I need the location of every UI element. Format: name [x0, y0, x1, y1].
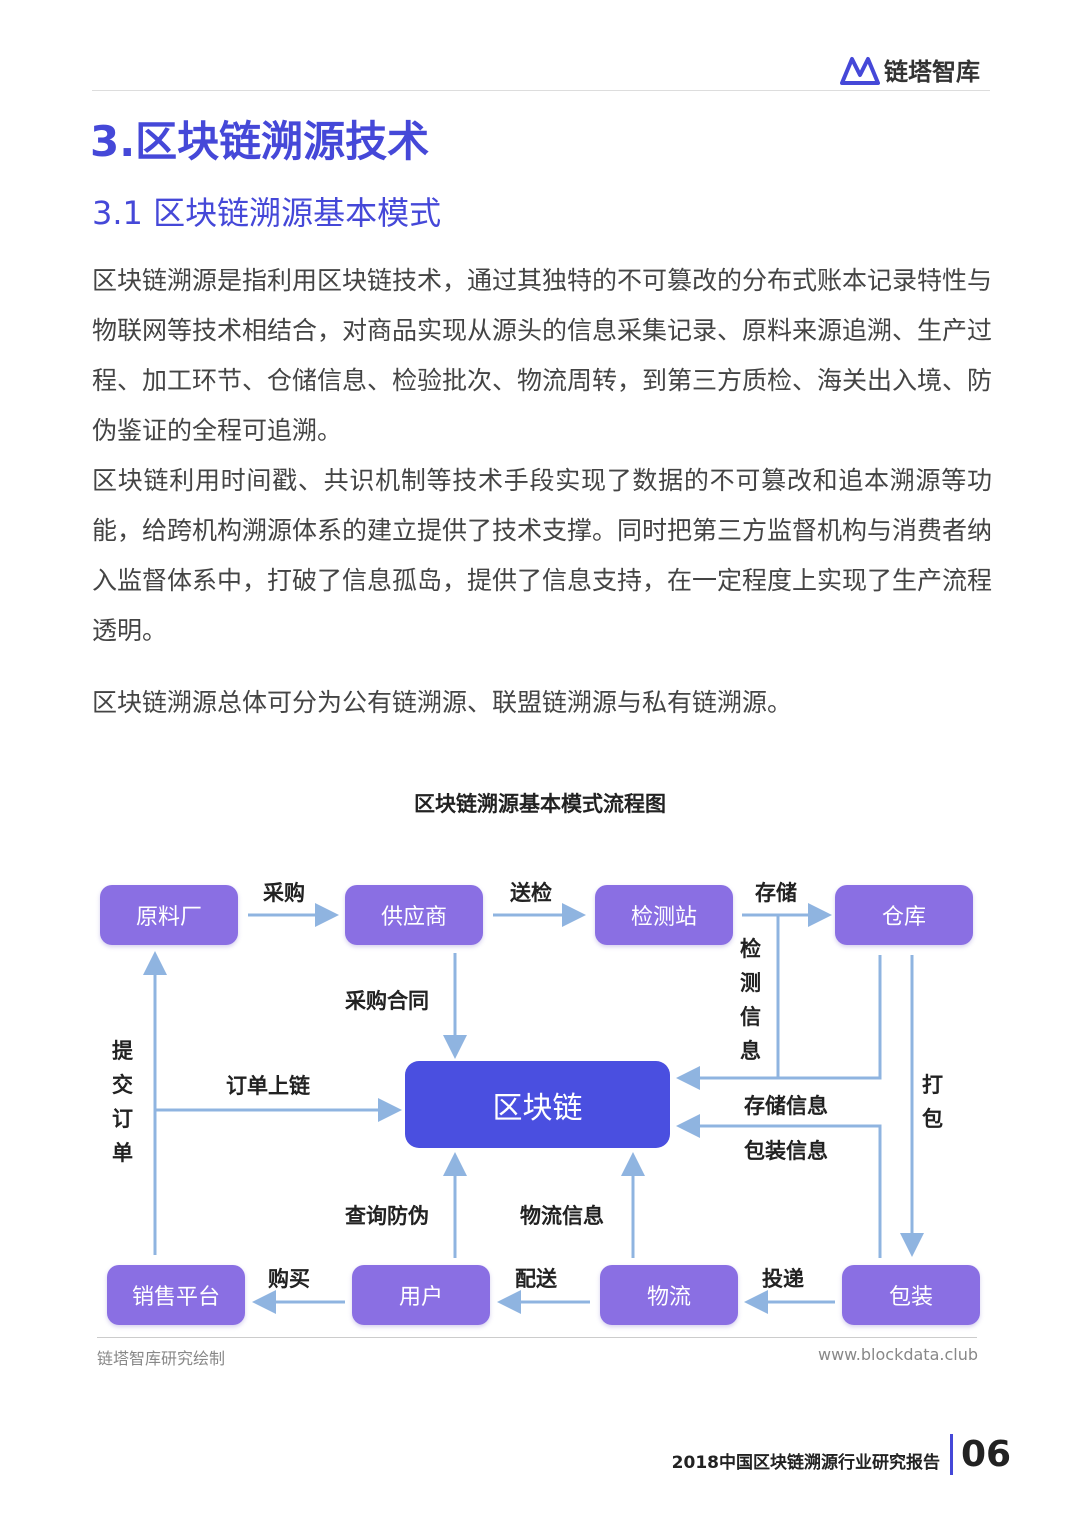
subsection-title: 3.1 区块链溯源基本模式	[92, 194, 442, 232]
page-number: 06	[950, 1434, 1011, 1475]
label-post: 投递	[762, 1267, 804, 1291]
label-send-inspect: 送检	[510, 881, 552, 905]
paragraph: 区块链溯源总体可分为公有链溯源、联盟链溯源与私有链溯源。	[92, 688, 793, 717]
label-pack-info: 包装信息	[744, 1139, 828, 1163]
label-purchase: 采购	[263, 881, 305, 905]
logo-icon	[840, 56, 880, 85]
node-packaging: 包装	[842, 1265, 980, 1325]
brand-name: 链塔智库	[884, 58, 980, 86]
node-supplier: 供应商	[345, 885, 483, 945]
label-store: 存储	[755, 881, 797, 905]
paragraph: 区块链溯源是指利用区块链技术，通过其独特的不可篡改的分布式账本记录特性与物联网等…	[92, 266, 993, 445]
diagram-title: 区块链溯源基本模式流程图	[414, 792, 666, 816]
label-query: 查询防伪	[345, 1204, 429, 1228]
label-buy: 购买	[268, 1267, 310, 1291]
label-deliver: 配送	[515, 1267, 557, 1291]
label-pack: 打包	[922, 1073, 943, 1131]
node-logistics: 物流	[600, 1265, 738, 1325]
node-inspection-station: 检测站	[595, 885, 733, 945]
paragraph: 区块链利用时间戳、共识机制等技术手段实现了数据的不可篡改和追本溯源等功能，给跨机…	[92, 466, 993, 645]
node-sales-platform: 销售平台	[107, 1265, 245, 1325]
label-logistics-info: 物流信息	[520, 1204, 604, 1228]
report-title: 2018中国区块链溯源行业研究报告	[671, 1453, 940, 1473]
section-title: 3.区块链溯源技术	[90, 117, 430, 166]
label-submit-order: 提交订单	[112, 1039, 133, 1165]
label-contract: 采购合同	[345, 989, 429, 1013]
node-user: 用户	[352, 1265, 490, 1325]
diagram-divider	[97, 1337, 977, 1338]
label-order-chain: 订单上链	[226, 1074, 310, 1098]
node-raw-material-factory: 原料厂	[100, 885, 238, 945]
source-note: 链塔智库研究绘制	[97, 1349, 226, 1368]
node-warehouse: 仓库	[835, 885, 973, 945]
label-storage-info: 存储信息	[744, 1094, 828, 1118]
website-url: www.blockdata.club	[818, 1345, 978, 1364]
brand-logo: 链塔智库	[840, 52, 980, 87]
node-blockchain: 区块链	[405, 1061, 670, 1148]
header-divider	[92, 90, 990, 91]
label-inspect-info: 检测信息	[740, 937, 761, 1063]
